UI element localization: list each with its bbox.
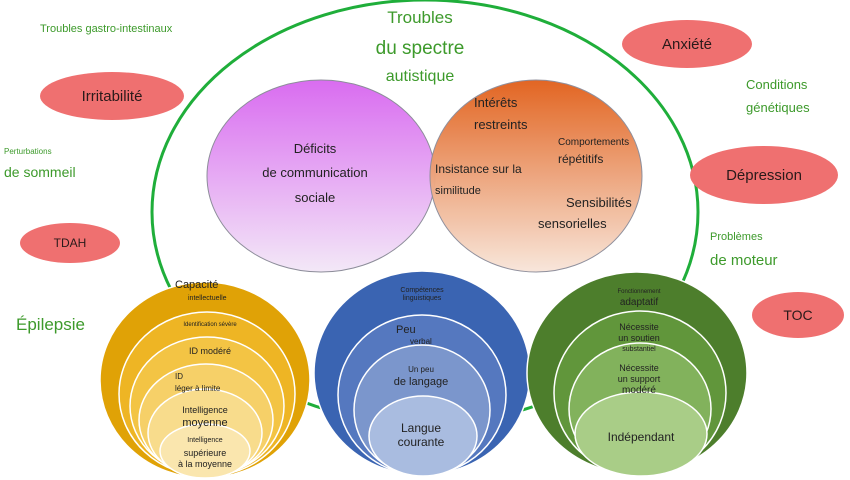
irritability-label: Irritabilité [81,87,143,105]
sameness-line-2: similitude [435,185,481,197]
intellect-level-4-label-3: à la moyenne [177,459,233,469]
intellect-level-1-label: ID modéré [188,346,232,356]
gastro-label: Troubles gastro-intestinaux [40,23,173,35]
social-deficits-line-1: Déficits [293,141,337,156]
restricted-interests-circle [429,79,643,273]
intellect-level-3-label-1: Intelligence [182,405,228,415]
language-title-line-1: Compétences [400,287,444,294]
language-level-3-label-2: courante [397,435,445,449]
language-level-3-label-1: Langue [400,421,442,435]
interests-line-1: Intérêts [474,95,518,110]
adaptive-level-3 [574,391,708,477]
adaptive-level-2-label-2: un support [617,374,661,384]
intellect-level-3-label-2: moyenne [182,417,228,429]
depression-pill: Dépression [690,146,838,204]
behaviors-line-1: Comportements [558,137,630,148]
motor-label-2: de moteur [710,252,778,269]
depression-label: Dépression [726,166,802,184]
epilepsy-label: Épilepsie [16,315,85,334]
tdah-label: TDAH [53,236,87,250]
behaviors-line-2: répétitifs [558,152,604,166]
language-level-0-label-1: Peu [396,324,416,336]
adaptive-level-3-label: Indépendant [607,430,675,444]
sensory-line-1: Sensibilités [566,195,632,210]
language-circles [313,270,531,477]
sleep-label: de sommeil [4,164,76,180]
social-deficits-line-2: de communication [262,165,368,180]
adaptive-level-1-label-2: un soutien [618,333,660,343]
sleep-small-label: Perturbations [4,147,52,156]
language-level-0-label-2: verbal [410,337,432,346]
adaptive-level-2-label-1: Nécessite [619,363,659,373]
intellect-level-5 [159,423,251,479]
sensory-line-2: sensorielles [538,216,607,231]
language-level-1-label-2: de langage [393,376,449,388]
intellect-level-4-label-1: Intelligence [187,437,223,444]
adaptive-title-line-2: adaptatif [619,297,659,308]
adaptive-level-1-label-1: Nécessite [619,322,659,332]
intellect-title-line-2: intellectuelle [188,295,227,302]
intellect-level-0-label: Identification sévère [183,322,237,328]
anxiety-pill: Anxiété [622,20,752,68]
toc-label: TOC [783,307,813,323]
adaptive-level-1-label-3: substantiel [622,346,656,353]
intellect-circles [99,281,311,479]
spectrum-title-line-3: autistique [385,68,455,85]
intellect-title-line-1: Capacité [175,279,219,291]
language-level-3 [368,395,478,477]
anxiety-label: Anxiété [661,35,713,53]
spectrum-title-line-2: du spectre [375,38,465,59]
intellect-level-2-label-1: ID [175,372,183,381]
intellect-level-4-label-2: supérieure [183,448,227,458]
adaptive-title-line-1: Fonctionnement [617,289,661,295]
adaptive-circles [526,271,748,477]
irritability-pill: Irritabilité [40,72,184,120]
tdah-pill: TDAH [20,223,120,263]
intellect-level-2-label-2: léger à limite [175,384,221,393]
interests-line-2: restreints [474,117,528,132]
social-deficits-line-3: sociale [294,190,336,205]
sameness-line-1: Insistance sur la [435,162,522,176]
spectrum-title-line-1: Troubles [387,8,453,27]
genetic-label-1: Conditions [746,77,808,92]
language-level-1-label-1: Un peu [408,365,434,374]
motor-label-1: Problèmes [710,231,763,243]
genetic-label-2: génétiques [746,100,810,115]
adaptive-level-2-label-3: modéré [622,385,656,396]
language-title-line-2: linguistiques [402,295,442,302]
toc-pill: TOC [752,292,844,338]
